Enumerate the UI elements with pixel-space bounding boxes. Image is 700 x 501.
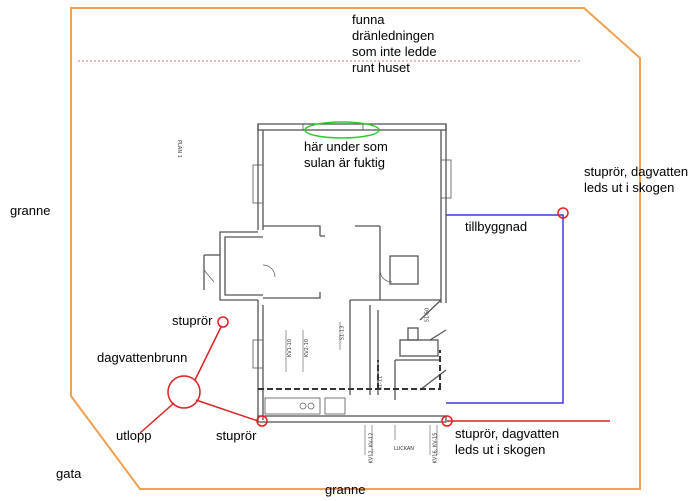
storm-drain-well <box>167 375 201 409</box>
label-neighbor-left: granne <box>10 203 51 218</box>
label-downpipe-bottom: stuprör <box>216 428 257 443</box>
plan-title: PLAN 1 <box>176 140 182 158</box>
label-extension: tillbyggnad <box>465 219 528 234</box>
damp-area-ellipse <box>304 121 380 139</box>
label-downpipe-right-top: stuprör, dagvatten leds ut i skogen <box>584 164 689 195</box>
label-outlet: utlopp <box>116 428 152 443</box>
note-damp-foundation: här under som sulan är fuktig <box>304 139 388 170</box>
plan-label-s3: S1-13 <box>339 325 346 341</box>
extension-outline <box>446 214 564 404</box>
plan-label-kv1: KV1-10 <box>287 338 294 358</box>
downpipe-marker-right-top <box>557 207 569 219</box>
label-downpipe-right-bottom: stuprör, dagvatten leds ut i skogen <box>455 426 560 457</box>
downpipe-marker-left <box>217 316 229 328</box>
plan-label-s1: S1-11 <box>377 375 384 391</box>
plan-label-kv2: KV2-10 <box>304 338 311 358</box>
note-drain-line: funna dränledningen som inte ledde runt … <box>352 12 437 75</box>
storm-water-annotations <box>139 207 610 434</box>
plan-label-luckan: LUCKAN <box>394 446 415 452</box>
drain-pipe <box>258 350 441 390</box>
plan-label-k1: KV12, KV-12 <box>368 432 375 464</box>
label-street: gata <box>56 466 82 481</box>
label-storm-well: dagvattenbrunn <box>97 350 188 365</box>
plan-label-s2: S1-50 <box>424 307 431 323</box>
label-downpipe-left: stuprör <box>172 313 213 328</box>
label-neighbor-bottom: granne <box>325 482 366 497</box>
plan-label-k2: KV16, KV-15 <box>432 432 439 464</box>
house-floor-plan <box>203 123 452 455</box>
plot-boundary <box>70 7 641 490</box>
